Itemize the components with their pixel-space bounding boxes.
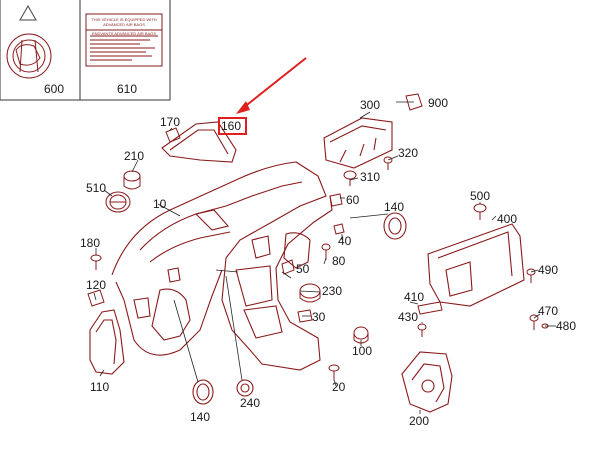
part-label-160: 160 — [221, 119, 242, 133]
clip-60 — [329, 193, 343, 207]
part-label-10: 10 — [153, 197, 167, 211]
part-label-80: 80 — [332, 254, 346, 268]
ring-240 — [236, 379, 254, 397]
screw-80 — [321, 243, 331, 260]
part-label-180: 180 — [80, 236, 101, 250]
part-label-320: 320 — [398, 146, 419, 160]
red-arrow-icon — [236, 57, 307, 114]
latch-410 — [417, 301, 443, 315]
part-label-40: 40 — [338, 234, 352, 248]
part-label-50: 50 — [296, 262, 310, 276]
screw-430 — [417, 323, 427, 337]
part-50 — [281, 259, 295, 275]
part-label-470: 470 — [538, 304, 559, 318]
part-label-230: 230 — [322, 284, 343, 298]
part-310 — [343, 170, 357, 186]
screw-180 — [90, 254, 102, 270]
screw-490 — [526, 268, 536, 283]
part-230 — [299, 283, 321, 303]
part-label-240: 240 — [240, 396, 261, 410]
clip-40 — [333, 223, 345, 235]
clip-500 — [473, 203, 487, 220]
part-label-310: 310 — [360, 170, 381, 184]
airbag-warning-icon — [6, 4, 52, 79]
part-label-300: 300 — [360, 98, 381, 112]
part-label-110: 110 — [90, 380, 110, 394]
part-label-140-lower: 140 — [190, 410, 211, 424]
part-900 — [405, 93, 423, 111]
clip-170 — [165, 127, 181, 143]
glovebox-400 — [427, 223, 525, 307]
part-label-500: 500 — [470, 189, 491, 203]
vent-510 — [105, 191, 131, 213]
screw-320 — [383, 156, 393, 170]
part-210 — [123, 170, 141, 190]
cover-panel-160 — [161, 121, 237, 163]
part-label-30: 30 — [312, 310, 326, 324]
sticker-subtitle: ENDVANTS ADVANCED AIR BAGS — [91, 31, 157, 36]
part-label-480: 480 — [556, 319, 577, 333]
ring-140-upper — [383, 212, 407, 240]
side-cover-110 — [89, 309, 125, 375]
ring-140-lower — [192, 379, 214, 405]
part-label-170: 170 — [160, 115, 181, 129]
part-label-900: 900 — [428, 96, 449, 110]
leader-lines — [93, 101, 556, 414]
airbag-300 — [323, 117, 393, 169]
part-label-490: 490 — [538, 263, 559, 277]
sticker-title: THIS VEHICLE IS EQUIPPED WITH ADVANCED A… — [91, 17, 157, 27]
part-label-610: 610 — [117, 82, 138, 96]
airbag-label-sticker — [85, 13, 163, 67]
part-label-510: 510 — [86, 181, 107, 195]
clip-120 — [87, 289, 105, 307]
duct-200 — [401, 351, 453, 413]
part-label-400: 400 — [497, 212, 518, 226]
part-label-210: 210 — [124, 149, 145, 163]
part-label-120: 120 — [86, 278, 107, 292]
screw-470 — [529, 314, 539, 330]
part-label-20: 20 — [332, 380, 346, 394]
part-label-100: 100 — [352, 344, 373, 358]
part-label-410: 410 — [404, 290, 425, 304]
inset-frame — [0, 0, 171, 101]
part-label-600: 600 — [44, 82, 65, 96]
highlight-box — [218, 117, 247, 135]
dashboard-carrier — [111, 161, 333, 371]
part-label-200: 200 — [409, 414, 430, 428]
part-label-60: 60 — [346, 193, 360, 207]
part-label-140-upper: 140 — [384, 200, 405, 214]
part-label-430: 430 — [398, 310, 419, 324]
screw-20 — [328, 364, 340, 380]
part-30 — [297, 309, 313, 323]
